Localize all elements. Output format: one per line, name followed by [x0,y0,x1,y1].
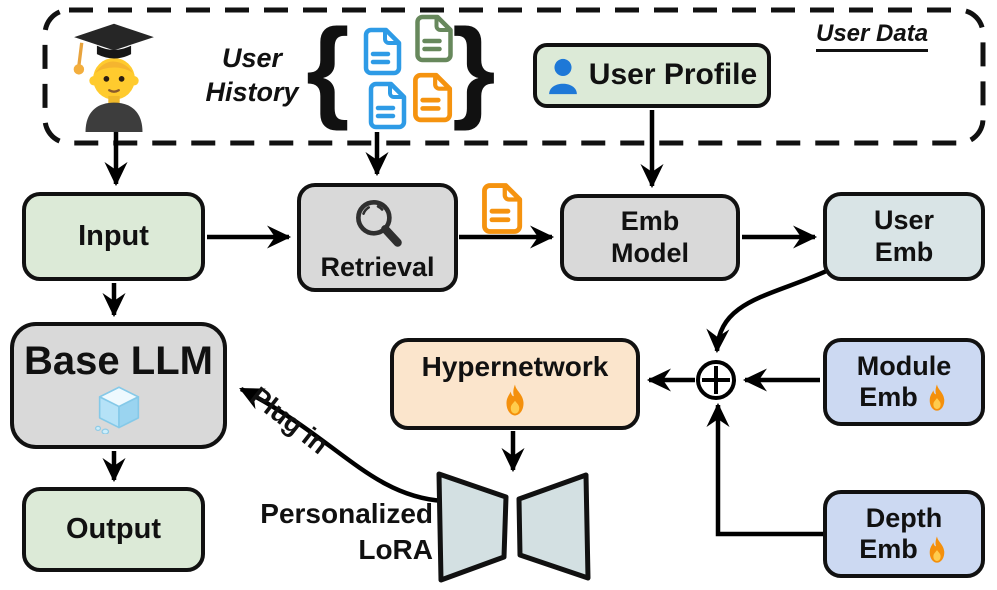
input-node: Input [22,192,205,281]
arrow-depthemb-to-sum [706,402,823,537]
retrieval-label: Retrieval [320,251,435,282]
arrow-useremb-to-sum [706,265,834,354]
magnifier-icon [355,199,402,247]
fire-icon [506,384,524,416]
user-emb-label: Emb [874,236,934,267]
output-node: Output [22,487,205,572]
arrow-lora-plugin-to-basellm [239,386,444,504]
history-document-icon-blue [358,26,404,76]
fire-icon [929,384,945,411]
emb-model-node: Emb Model [560,194,740,281]
personalized-lora-label: Personalized LoRA [260,498,433,566]
sum-operator-icon [696,360,736,400]
module-emb-label: Module [856,350,952,381]
person-icon [548,58,577,94]
user-emb-node: User Emb [823,192,985,281]
retrieved-document-icon-orange [477,181,524,235]
hypernetwork-node: Hypernetwork [390,338,640,430]
depth-emb-node: Depth Emb [823,490,985,578]
fire-icon [929,536,945,563]
lora-bowtie-icon [436,471,591,583]
user-emb-label: User [873,205,935,236]
depth-emb-label: Emb [859,534,918,564]
history-document-icon-blue [363,80,409,130]
ice-cube-icon [94,385,139,434]
emb-model-label: Model [611,237,689,268]
input-label: Input [78,219,149,252]
user-data-panel-border [42,7,986,146]
depth-emb-label: Depth [865,502,943,533]
brace-left: { [306,6,350,131]
user-profile-box: User Profile [533,43,771,108]
retrieval-node: Retrieval [297,183,458,292]
user-history-label: User History [205,43,299,107]
output-label: Output [65,512,161,545]
brace-right: } [452,6,496,131]
user-profile-label: User Profile [588,58,758,92]
base-llm-node: Base LLM [10,322,227,449]
user-data-title: User Data [816,20,929,52]
student-icon [64,20,164,132]
emb-model-label: Emb [620,206,680,237]
module-emb-label: Emb [859,382,918,412]
history-document-icon-green [410,13,455,63]
hypernetwork-label: Hypernetwork [421,350,609,382]
history-document-icon-orange [408,71,454,123]
module-emb-node: Module Emb [823,338,985,426]
base-llm-label: Base LLM [24,338,213,383]
